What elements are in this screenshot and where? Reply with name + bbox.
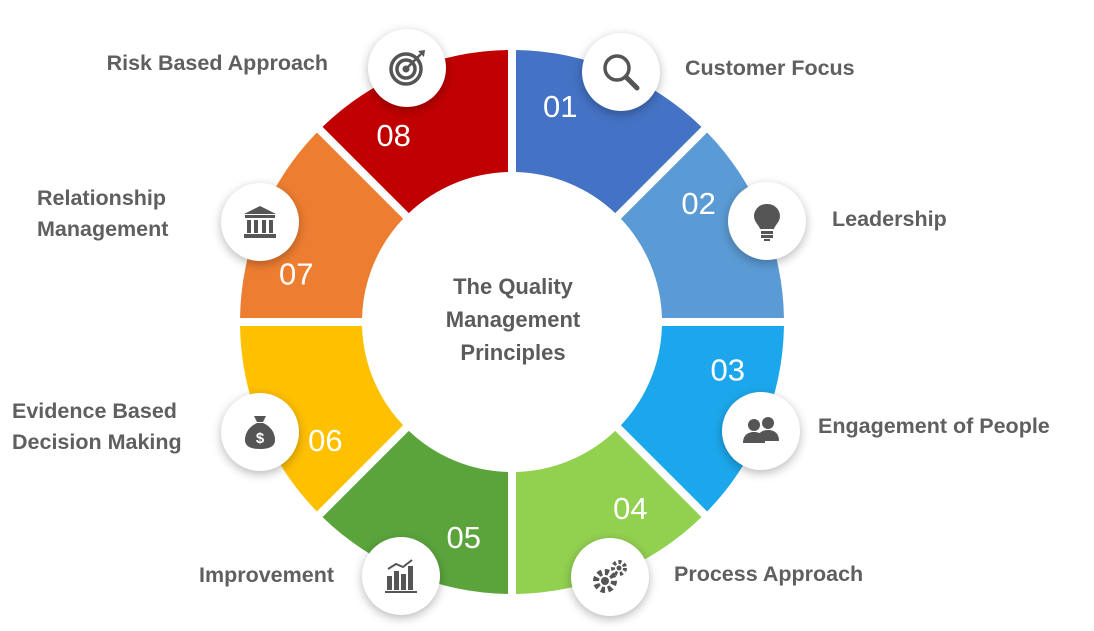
icon-circle-relationship-management — [221, 183, 299, 261]
center-title-line: Management — [445, 307, 581, 332]
label-line: Engagement of People — [818, 414, 1050, 438]
label-leadership: Leadership — [832, 204, 947, 235]
icon-circle-customer-focus — [582, 33, 660, 111]
label-line: Relationship — [37, 186, 167, 210]
gears-icon — [593, 560, 627, 593]
segment-02: 02 — [620, 132, 784, 318]
segment-02-shape — [620, 132, 784, 318]
segment-07-number: 07 — [279, 256, 313, 291]
label-line: Decision Making — [12, 430, 182, 454]
segment-05-number: 05 — [447, 520, 481, 555]
svg-text:$: $ — [256, 430, 265, 447]
lightbulb-icon — [754, 204, 780, 241]
label-line: Customer Focus — [685, 56, 855, 80]
segment-03-number: 03 — [710, 353, 744, 388]
segment-04: 04 — [516, 430, 702, 594]
segment-01-number: 01 — [543, 89, 577, 124]
label-relationship-management: Relationship Management — [37, 183, 168, 245]
segment-04-number: 04 — [613, 491, 647, 526]
segment-02-number: 02 — [681, 186, 715, 221]
icon-circle-leadership — [728, 182, 806, 260]
center-title: The Quality Management Principles — [421, 270, 605, 369]
magnifier-icon — [603, 54, 640, 91]
center-title-line: Principles — [460, 340, 566, 365]
people-icon — [743, 417, 779, 443]
label-line: Management — [37, 217, 169, 241]
label-engagement-of-people: Engagement of People — [818, 411, 1050, 442]
segment-06: 06 — [240, 326, 404, 512]
label-process-approach: Process Approach — [674, 559, 863, 590]
icon-circle-process-approach — [571, 538, 649, 616]
segment-04-shape — [516, 430, 702, 594]
label-line: Leadership — [832, 207, 947, 231]
bank-icon — [244, 206, 276, 238]
segment-07-shape — [240, 132, 404, 318]
segment-06-shape — [240, 326, 404, 512]
money-bag-icon: $ — [245, 416, 275, 449]
label-line: Process Approach — [674, 562, 864, 586]
label-risk-based-approach: Risk Based Approach — [40, 48, 328, 79]
label-improvement: Improvement — [120, 560, 334, 591]
label-line: Evidence Based — [12, 399, 177, 423]
icon-circle-evidence-based: $ — [221, 393, 299, 471]
segment-08: 08 — [322, 50, 508, 214]
label-line: Risk Based Approach — [106, 51, 328, 75]
label-line: Improvement — [198, 563, 334, 587]
segment-06-number: 06 — [308, 423, 342, 458]
icon-circle-engagement-of-people — [722, 392, 800, 470]
icon-circle-improvement — [362, 537, 440, 615]
label-customer-focus: Customer Focus — [685, 53, 855, 84]
segment-08-shape — [322, 50, 508, 214]
segment-07: 07 — [240, 132, 404, 318]
target-icon — [389, 50, 425, 86]
center-title-line: The Quality — [453, 274, 573, 299]
bar-chart-icon — [385, 559, 417, 593]
segment-08-number: 08 — [376, 118, 410, 153]
label-evidence-based-decision-making: Evidence Based Decision Making — [12, 396, 182, 458]
icon-circle-risk-based-approach — [368, 29, 446, 107]
